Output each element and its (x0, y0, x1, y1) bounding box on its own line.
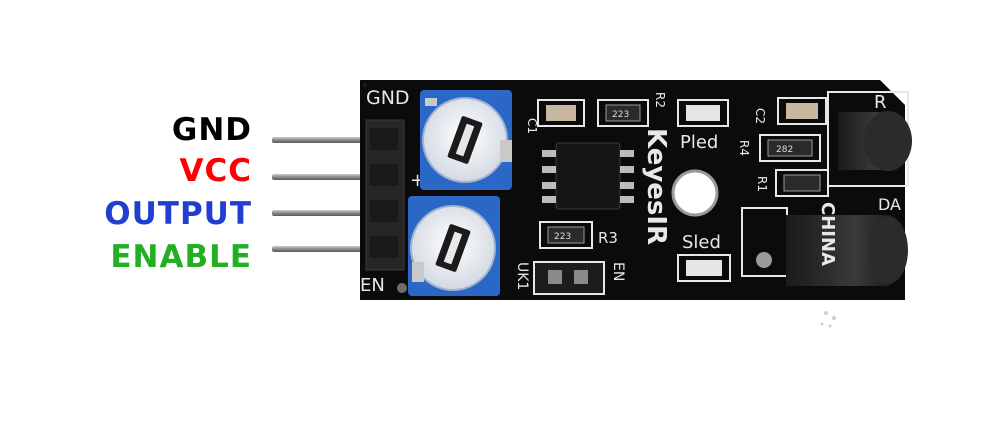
silk-c2: C2 (753, 108, 767, 124)
pin-label-enable: ENABLE (110, 239, 252, 275)
potentiometer-2 (408, 196, 500, 296)
pin-output (272, 210, 382, 216)
ir-receiver: R DA (827, 91, 912, 214)
ic-chip (542, 142, 634, 210)
svg-text:DA: DA (878, 195, 901, 214)
header-pins (272, 137, 382, 252)
svg-text:EN: EN (610, 262, 626, 281)
pin-enable (272, 246, 382, 252)
svg-text:Pled: Pled (680, 132, 718, 153)
svg-text:R: R (874, 92, 887, 113)
pin-label-vcc: VCC (179, 153, 252, 189)
silk-r2: R2 (653, 92, 667, 108)
svg-text:C1: C1 (525, 118, 539, 134)
led-signal: Sled (677, 232, 731, 282)
svg-text:282: 282 (776, 145, 793, 155)
potentiometer-1 (420, 90, 512, 190)
jumper-en: UK1 EN (514, 261, 626, 295)
svg-text:R3: R3 (598, 229, 618, 247)
silk-en: EN (360, 275, 385, 296)
pin-label-gnd: GND (171, 112, 252, 148)
smd-c1: C1 (525, 99, 585, 134)
mounting-hole (671, 169, 719, 217)
smd-resistor-top: 223 (597, 99, 649, 127)
smd-r3: 223 R3 (539, 221, 618, 249)
silk-r4: R4 (737, 140, 751, 156)
pin-label-output: OUTPUT (104, 196, 252, 232)
decoration-dots (820, 311, 836, 328)
silk-gnd: GND (366, 87, 410, 109)
svg-text:223: 223 (612, 110, 629, 120)
pin-vcc (272, 174, 382, 180)
pin-gnd (272, 137, 382, 143)
svg-text:CHINA: CHINA (817, 202, 838, 266)
smd-r4: 282 (759, 134, 821, 162)
silk-brand: KeyesIR (641, 128, 671, 245)
svg-text:223: 223 (554, 232, 571, 242)
silk-r1: R1 (755, 176, 769, 192)
ir-emitter: CHINA (741, 202, 908, 286)
svg-text:Sled: Sled (682, 232, 721, 253)
smd-c2 (777, 97, 827, 125)
svg-text:UK1: UK1 (514, 262, 530, 290)
smd-r1 (775, 169, 829, 197)
led-power: Pled (677, 99, 729, 153)
